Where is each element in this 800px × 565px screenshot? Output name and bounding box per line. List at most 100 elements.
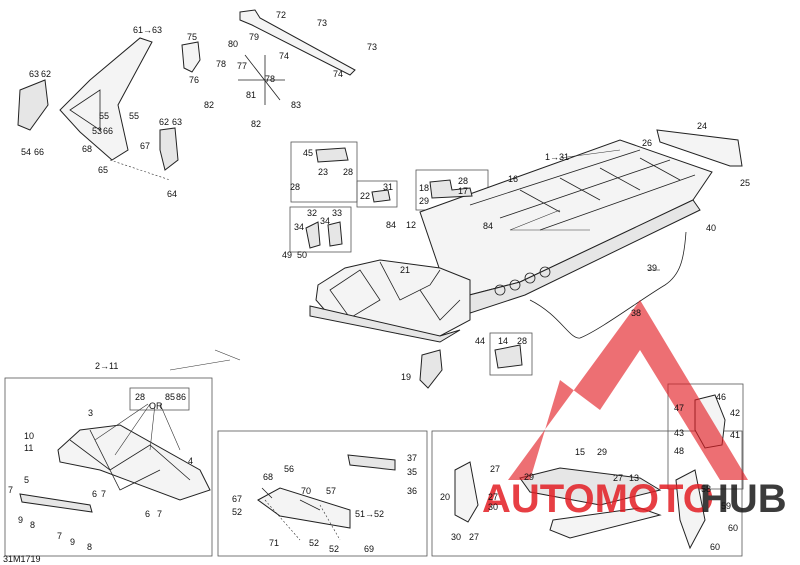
callout-label: 10 [24,431,34,441]
callout-label: 62 [41,69,51,79]
callout-label: 28 [517,336,527,346]
callout-label: 51→52 [355,509,384,519]
callout-label: 34 [294,222,304,232]
watermark-brand-left: AUTOMOTO [482,477,714,521]
callout-label: 53 [92,126,102,136]
callout-label: 35 [407,467,417,477]
callout-label: 52 [329,544,339,554]
callout-label: 52 [232,507,242,517]
callout-label: 17 [458,186,468,196]
callout-label: 28 [343,167,353,177]
bracket-14 [494,344,523,369]
callout-label: 55 [129,111,139,121]
callout-label: 29 [524,472,534,482]
callout-label: 20 [440,492,450,502]
link-assembly [181,41,285,105]
callout-label: 7 [157,509,162,519]
callout-label: 78 [265,74,275,84]
callout-label: 54 [21,147,31,157]
callout-label: 57 [326,486,336,496]
callout-label: 8 [30,520,35,530]
watermark-triangle [508,300,748,480]
callout-label: 48 [674,446,684,456]
callout-label: 77 [237,61,247,71]
inset-box-32 [289,206,352,253]
callout-label: 14 [498,336,508,346]
lower-bracket-inset [257,454,396,529]
callout-label: 16 [508,174,518,184]
bracket-22 [371,189,391,203]
callout-label: 81 [246,90,256,100]
callout-label: 29 [419,196,429,206]
bracket-45 [315,147,349,163]
callout-label: 73 [317,18,327,28]
callout-label: 7 [8,485,13,495]
callout-label: 67 [232,494,242,504]
callout-labels: 61→63 75 72 73 80 79 74 73 78 77 78 76 7… [8,10,750,554]
callout-label: 29 [597,447,607,457]
callout-label: 34 [320,216,330,226]
watermark-brand-right: HUB [700,477,787,521]
callout-label: 28 [458,176,468,186]
callout-label: 9 [70,537,75,547]
rail-24 [656,129,743,167]
callout-label: 69 [364,544,374,554]
callout-label: 6 [92,489,97,499]
callout-label: 50 [297,250,307,260]
callout-label: 38 [631,308,641,318]
inset-box-22 [356,180,398,208]
callout-label: 58 [701,484,711,494]
callout-label: 40 [706,223,716,233]
leader-lines [94,149,660,541]
inset-box-rear-parts [431,430,743,557]
callout-label: 65 [98,165,108,175]
callout-label: 43 [674,428,684,438]
callout-label: 70 [301,486,311,496]
callout-label: 11 [24,443,33,453]
callout-label: 46 [716,392,726,402]
callout-label: 63 [29,69,39,79]
inset-box-14 [489,332,533,376]
callout-label: 78 [216,59,226,69]
callout-label: 1→31 [545,152,569,162]
callout-label: 60 [728,523,738,533]
callout-label: 47 [674,403,684,413]
callout-label: 33 [332,208,342,218]
callout-label: 7 [101,489,106,499]
callout-label: 82 [251,119,261,129]
callout-label: 3 [88,408,93,418]
callout-label: 7 [57,531,62,541]
callout-label: 32 [307,208,317,218]
callout-label: 27 [469,532,479,542]
callout-label: 84 [483,221,493,231]
callout-label: 59 [721,501,731,511]
front-pillar-assembly [17,37,179,171]
callout-label: 42 [730,408,740,418]
callout-label: 37 [407,453,417,463]
callout-label: 79 [249,32,259,42]
bracket-19 [419,349,443,389]
callout-label: 80 [228,39,238,49]
callout-label: 56 [284,464,294,474]
callout-label: 62 [159,117,169,127]
callout-label: 49 [282,250,292,260]
inset-box-right-bracket [667,383,744,490]
callout-label: 30 [488,502,498,512]
callout-label: 23 [318,167,328,177]
callout-label: 25 [740,178,750,188]
callout-label: 27 [613,473,623,483]
callout-label: 4 [188,456,193,466]
callout-label: 75 [187,32,197,42]
callout-label: 60 [710,542,720,552]
callout-label: 82 [204,100,214,110]
rod-38 [529,231,687,339]
callout-label: 67 [140,141,150,151]
callout-label: 86 [176,392,186,402]
inset-box-lower-bracket [217,430,428,557]
callout-label: 28 [290,182,300,192]
callout-label: 6 [145,509,150,519]
callout-label: 76 [189,75,199,85]
callout-label: 21 [400,265,410,275]
callout-label: 44 [475,336,485,346]
